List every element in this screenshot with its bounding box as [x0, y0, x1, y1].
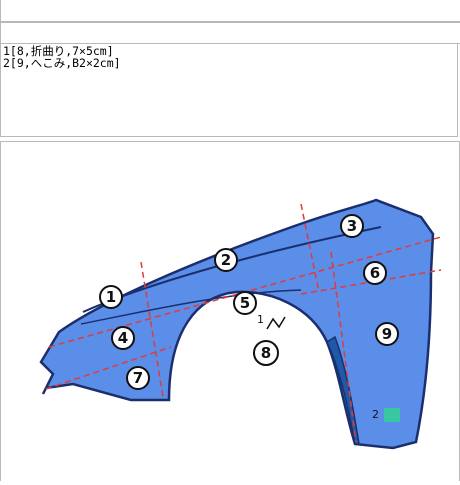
crease-line-lower — [80, 289, 302, 325]
zone-label-2[interactable]: 2 — [214, 248, 238, 272]
damage-mark-1-label: 1 — [257, 313, 264, 326]
svg-text:3: 3 — [347, 217, 357, 235]
svg-text:7: 7 — [133, 369, 143, 387]
zone-label-6[interactable]: 6 — [363, 261, 387, 285]
zone-line-v2 — [300, 203, 320, 293]
zone-label-1[interactable]: 1 — [99, 285, 123, 309]
svg-text:5: 5 — [240, 294, 250, 312]
zone-line-v1 — [140, 261, 164, 398]
zone-label-8[interactable]: 8 — [253, 340, 279, 366]
svg-text:9: 9 — [382, 325, 392, 343]
zone-label-9[interactable]: 9 — [375, 322, 399, 346]
text-field-2[interactable] — [0, 22, 460, 44]
svg-text:4: 4 — [118, 329, 128, 347]
notes-line-2: 2[9,へこみ,B2×2cm] — [3, 56, 121, 70]
text-field-1[interactable] — [0, 0, 460, 22]
dent-mark-icon — [384, 408, 400, 422]
damage-mark-2-label: 2 — [372, 408, 379, 421]
bend-mark-icon — [266, 316, 286, 330]
damage-mark-1[interactable]: 1 — [257, 313, 286, 330]
svg-text:2: 2 — [221, 251, 231, 269]
damage-mark-2[interactable]: 2 — [372, 408, 400, 422]
zone-line-v3 — [330, 251, 357, 443]
svg-text:8: 8 — [261, 344, 271, 362]
zone-label-3[interactable]: 3 — [340, 214, 364, 238]
zone-label-4[interactable]: 4 — [111, 326, 135, 350]
fender-diagram-svg: 1 2 3 4 5 6 7 8 9 1 2 — [39, 198, 442, 450]
fender-diagram[interactable]: 1 2 3 4 5 6 7 8 9 1 2 — [0, 141, 460, 481]
svg-text:6: 6 — [370, 264, 380, 282]
zone-label-7[interactable]: 7 — [126, 366, 150, 390]
damage-notes-textarea[interactable]: 1[8,折曲り,7×5cm] 2[9,へこみ,B2×2cm] — [0, 43, 458, 137]
wheel-arch-lip — [326, 335, 360, 445]
zone-line-h2 — [45, 346, 172, 390]
svg-text:1: 1 — [106, 288, 116, 306]
notes-line-1: 1[8,折曲り,7×5cm] — [3, 44, 114, 58]
zone-label-5[interactable]: 5 — [233, 291, 257, 315]
